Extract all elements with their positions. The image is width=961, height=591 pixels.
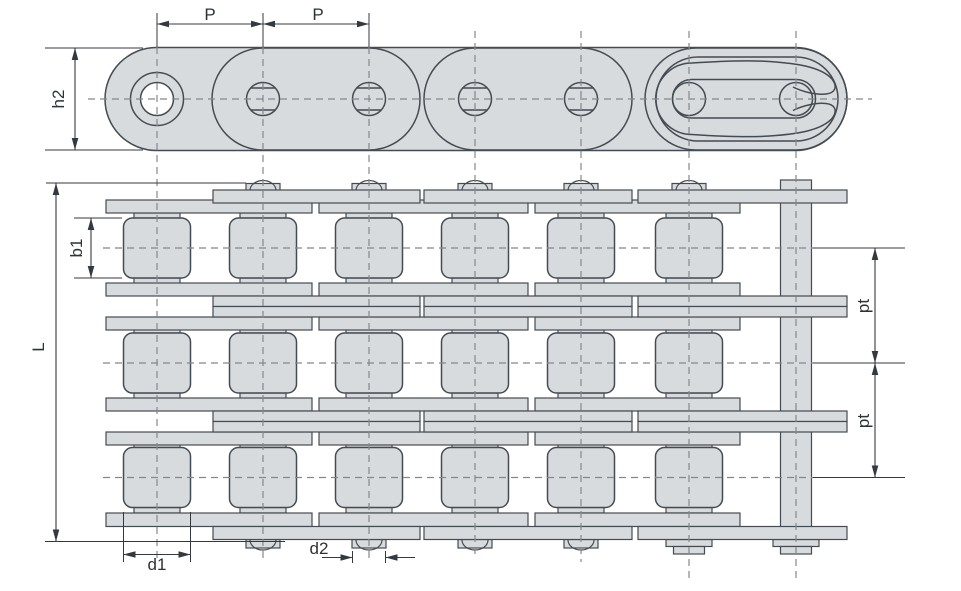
dimension-inner-width: b1	[67, 217, 122, 279]
dimension-overall-length: L	[29, 182, 285, 542]
pitch-label: P	[204, 5, 215, 24]
centerlines	[88, 31, 872, 583]
transverse-pitch-label: pt	[854, 299, 873, 313]
plate-height-label: h2	[49, 90, 68, 109]
inner-width-label: b1	[67, 239, 86, 258]
dimension-pitch: P P	[156, 5, 370, 47]
dimension-roller-diameter: d1	[123, 512, 191, 574]
outer-link-plates	[212, 189, 848, 541]
transverse-pitch-label: pt	[854, 414, 873, 428]
pin-diameter-label: d2	[310, 539, 329, 558]
plan-view	[105, 179, 848, 555]
roller-diameter-label: d1	[148, 555, 167, 574]
dimension-plate-height: h2	[45, 47, 143, 151]
dimensions: P P h2 L b1 pt pt	[29, 5, 905, 574]
dimension-pin-diameter: d2	[310, 539, 415, 563]
pitch-label: P	[312, 5, 323, 24]
overall-length-label: L	[29, 342, 48, 351]
dimension-transverse-pitch: pt pt	[813, 247, 905, 478]
